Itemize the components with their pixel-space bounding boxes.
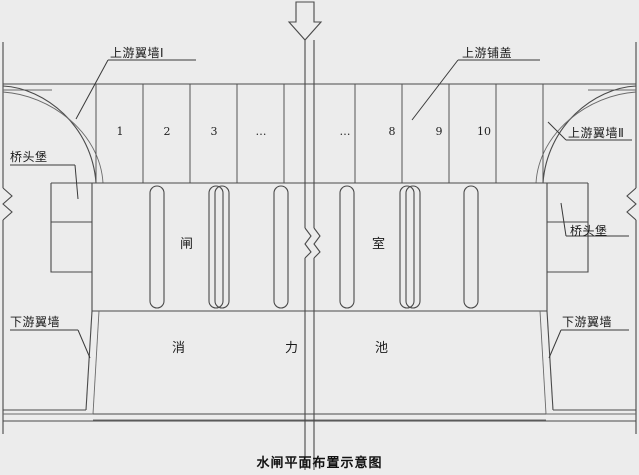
bay-number: … [255,125,267,138]
bay-number: 2 [163,125,171,138]
diagram-caption: 水闸平面布置示意图 [256,456,383,471]
label-downstream-wing-wall-left: 下游翼墙 [10,315,61,329]
gate-chamber-char-left: 闸 [180,237,194,252]
upstream-apron [3,83,636,91]
stilling-basin-char-1: 消 [172,341,186,356]
stilling-basin-char-2: 力 [285,341,299,356]
channel-bank-outline [2,42,637,434]
bay-dividers [95,84,544,183]
upstream-wing-wall-2 [535,85,637,184]
downstream-wing-wall-left [3,310,100,415]
leader-lines [10,59,632,359]
bay-number: … [339,125,351,138]
gate-chamber-char-right: 室 [372,237,386,252]
label-upstream-apron: 上游铺盖 [462,46,513,60]
stilling-basin-outline [3,413,636,422]
downstream-wing-wall-right [539,310,636,415]
bay-number: 10 [477,125,491,138]
flow-direction-arrow [287,1,323,41]
bay-number: 8 [388,125,396,138]
label-bridgehead-left: 桥头堡 [10,150,48,164]
label-bridgehead-right: 桥头堡 [570,224,608,238]
center-break-line [304,40,321,470]
bay-number: 3 [210,125,218,138]
upstream-wing-wall-1 [2,85,104,184]
bay-number: 9 [435,125,443,138]
gate-chamber-block [50,182,589,312]
label-downstream-wing-wall-right: 下游翼墙 [562,315,613,329]
label-upstream-wing-wall-2: 上游翼墙Ⅱ [568,126,625,140]
stilling-basin-char-3: 池 [375,341,389,356]
label-upstream-wing-wall-1: 上游翼墙Ⅰ [110,46,165,60]
gate-piers [149,185,479,309]
bay-number: 1 [116,125,124,138]
